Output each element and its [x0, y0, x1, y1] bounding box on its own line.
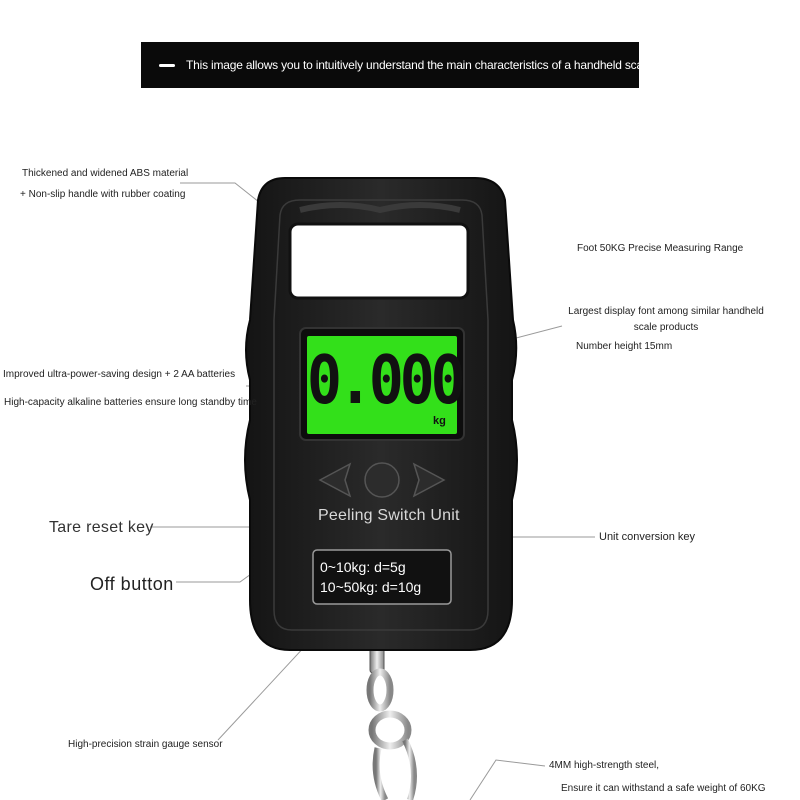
callout-steel: 4MM high-strength steel,: [549, 760, 660, 771]
line-abs: [180, 182, 265, 207]
range-box: [312, 549, 452, 605]
callout-sensor: High-precision strain gauge sensor: [68, 739, 223, 750]
callout-abs-material: Thickened and widened ABS material: [22, 168, 189, 179]
callout-batteries: High-capacity alkaline batteries ensure …: [4, 397, 257, 408]
range-line-2: 10~50kg: d=10g: [320, 579, 422, 595]
callout-off: Off button: [90, 574, 174, 594]
hook: [366, 644, 417, 800]
tare-key-shape: [318, 462, 352, 498]
banner-text: This image allows you to intuitively und…: [186, 58, 639, 72]
lcd-unit: kg: [433, 415, 446, 427]
title-banner: This image allows you to intuitively und…: [141, 42, 639, 88]
range-line-1: 0~10kg: d=5g: [320, 559, 406, 575]
callout-safe-weight: Ensure it can withstand a safe weight of…: [561, 783, 766, 794]
callout-number-height: Number height 15mm: [576, 341, 673, 352]
callout-tare: Tare reset key: [49, 519, 154, 536]
banner-dash: [159, 64, 175, 67]
button-label: Peeling Switch Unit: [318, 507, 460, 524]
handle-opening: [288, 222, 470, 300]
callout-handle: + Non-slip handle with rubber coating: [20, 189, 186, 200]
unit-key-shape: [412, 462, 446, 498]
lcd-screen: [307, 336, 457, 434]
line-steel: [469, 759, 546, 800]
lcd-reading: 0.000: [307, 340, 466, 420]
off-button-shape: [364, 462, 400, 498]
callout-unit-key: Unit conversion key: [599, 531, 695, 543]
callout-range: Foot 50KG Precise Measuring Range: [577, 243, 744, 254]
callout-power: Improved ultra-power-saving design + 2 A…: [3, 369, 236, 380]
callout-display-font: Largest display font among similar handh…: [568, 306, 764, 333]
button-row: [318, 462, 446, 498]
